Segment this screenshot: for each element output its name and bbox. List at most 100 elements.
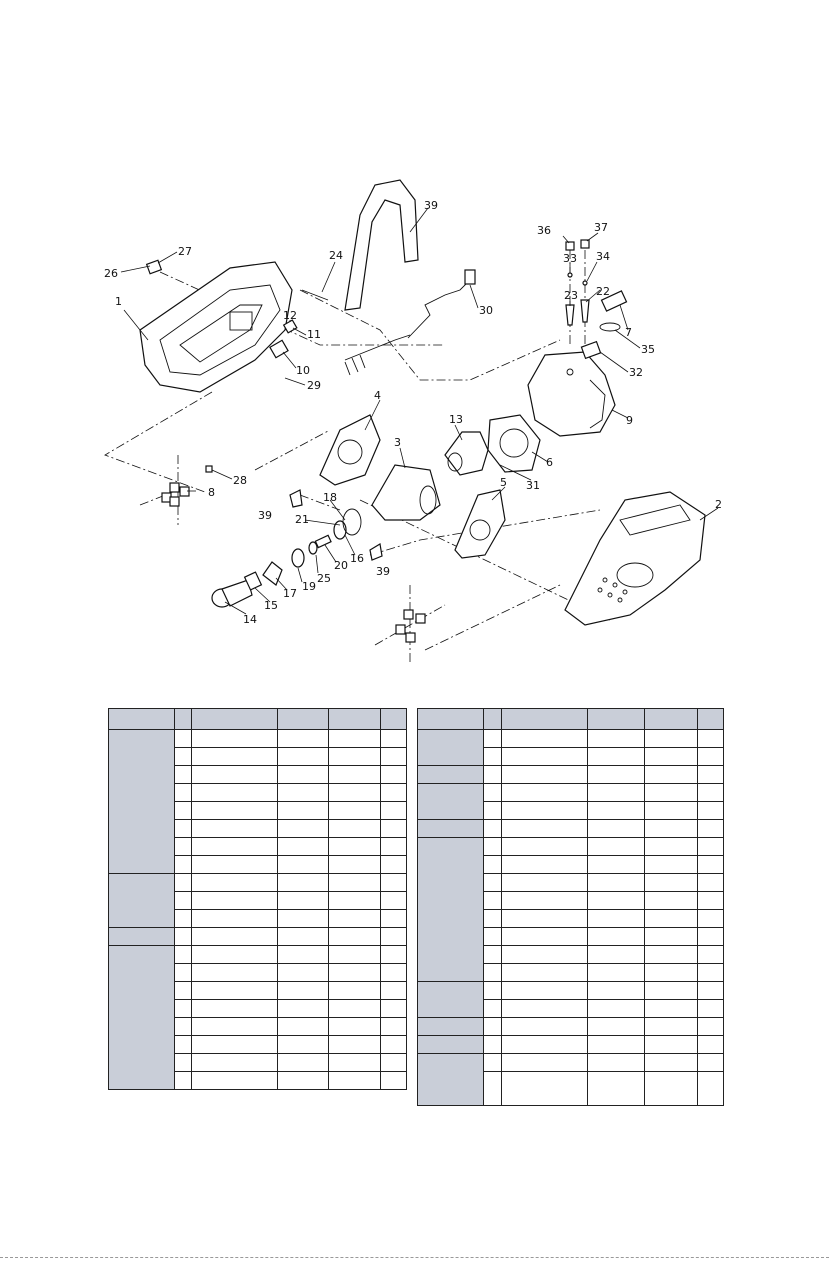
group-cell	[416, 765, 485, 784]
table-cell	[587, 819, 646, 838]
table-cell	[328, 999, 381, 1018]
table-cell	[500, 999, 589, 1018]
table-cell	[587, 999, 646, 1018]
group-cell	[416, 1053, 485, 1106]
table-cell	[644, 999, 698, 1018]
table-cell	[277, 873, 329, 892]
table-cell	[174, 909, 192, 928]
table-cell	[174, 981, 192, 1000]
table-cell	[380, 891, 407, 910]
table-header-row	[416, 708, 725, 730]
table-cell	[500, 747, 589, 766]
table-cell	[500, 963, 589, 982]
table-cell	[380, 909, 407, 928]
table-cell	[328, 909, 381, 928]
table-cell	[380, 765, 407, 784]
table-cell	[483, 855, 502, 874]
nozzle-cap-part	[600, 290, 628, 312]
table-cell	[174, 963, 192, 982]
table-cell	[380, 873, 407, 892]
table-cell	[277, 765, 329, 784]
table-cell	[277, 891, 329, 910]
table-cell	[191, 801, 278, 820]
callout-21: 21	[295, 513, 309, 526]
table-cell	[483, 873, 502, 892]
callout-8: 8	[208, 486, 215, 499]
table-cell	[587, 801, 646, 820]
rear-housing-part	[139, 261, 293, 393]
table-cell	[328, 945, 381, 964]
table-cell	[696, 927, 725, 946]
table-cell	[587, 747, 646, 766]
table-cell	[174, 837, 192, 856]
group-cell	[416, 837, 485, 982]
header-cell	[696, 708, 725, 730]
table-cell	[328, 837, 381, 856]
tank-fittings-parts	[145, 239, 621, 360]
table-cell	[174, 1071, 192, 1090]
table-cell	[277, 945, 329, 964]
table-cell	[277, 747, 329, 766]
table-cell	[587, 1071, 646, 1106]
table-cell	[696, 765, 725, 784]
tank-part	[527, 351, 616, 437]
header-cell	[277, 708, 329, 730]
table-cell	[380, 801, 407, 820]
table-cell	[696, 837, 725, 856]
table-cell	[500, 945, 589, 964]
table-cell	[191, 1035, 278, 1054]
table-row	[416, 765, 725, 784]
group-cell	[108, 873, 175, 928]
table-cell	[328, 981, 381, 1000]
table-header-row	[108, 708, 407, 730]
table-cell	[328, 729, 381, 748]
table-cell	[174, 927, 192, 946]
table-cell	[483, 765, 502, 784]
table-cell	[500, 1053, 589, 1072]
callout-19: 19	[302, 580, 316, 593]
table-cell	[191, 1017, 278, 1036]
table-cell	[277, 1017, 329, 1036]
table-cell	[483, 963, 502, 982]
table-cell	[277, 1053, 329, 1072]
header-cell	[483, 708, 502, 730]
table-cell	[191, 729, 278, 748]
table-cell	[587, 891, 646, 910]
front-housing-part	[564, 491, 706, 626]
table-row	[418, 999, 725, 1018]
table-cell	[644, 837, 698, 856]
cover-plate-part	[454, 489, 506, 559]
table-cell	[500, 819, 589, 838]
table-cell	[483, 837, 502, 856]
fan-cover-part	[319, 414, 381, 486]
callout-28: 28	[233, 474, 247, 487]
callout-35: 35	[641, 343, 655, 356]
table-cell	[277, 801, 329, 820]
group-cell	[108, 945, 175, 1090]
table-cell	[696, 1035, 725, 1054]
table-cell	[644, 801, 698, 820]
table-cell	[174, 945, 192, 964]
callout-32: 32	[629, 366, 643, 379]
header-cell	[380, 708, 407, 730]
table-cell	[500, 927, 589, 946]
table-cell	[644, 873, 698, 892]
table-cell	[328, 891, 381, 910]
table-cell	[644, 747, 698, 766]
table-cell	[696, 783, 725, 802]
group-cell	[108, 927, 175, 946]
header-cell	[500, 708, 589, 730]
table-cell	[380, 999, 407, 1018]
callout-27: 27	[178, 245, 192, 258]
table-cell	[277, 837, 329, 856]
table-cell	[277, 999, 329, 1018]
table-cell	[174, 891, 192, 910]
table-cell	[587, 729, 646, 748]
table-cell	[191, 819, 278, 838]
table-cell	[380, 747, 407, 766]
table-cell	[483, 891, 502, 910]
table-cell	[483, 1071, 502, 1106]
group-cell	[416, 729, 485, 766]
table-cell	[328, 765, 381, 784]
callout-11: 11	[307, 328, 321, 341]
